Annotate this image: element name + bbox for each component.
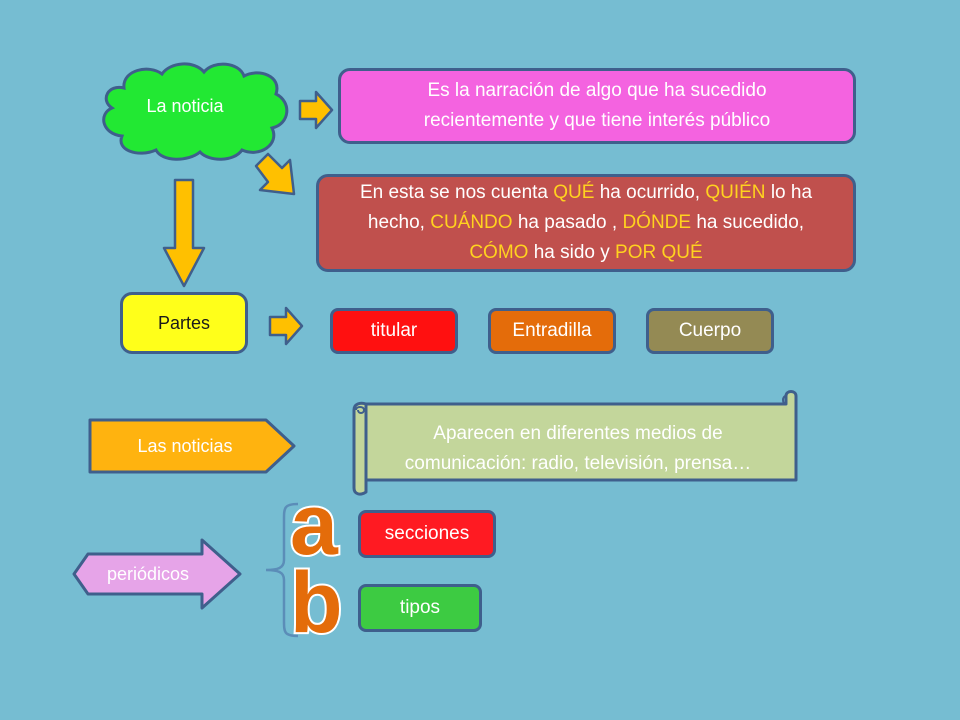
arrow-down-icon (162, 178, 206, 288)
questions-line-1: En esta se nos cuenta QUÉ ha ocurrido, Q… (360, 178, 812, 208)
tipos-label: tipos (399, 597, 441, 618)
letter-a: a (288, 477, 340, 573)
questions-text: En esta se nos cuenta (359, 182, 554, 203)
la-noticia-label: La noticia (146, 95, 224, 116)
scroll-line-1: Aparecen en diferentes medios de (433, 423, 723, 444)
partes-box: Partes (120, 292, 248, 354)
letter-b: b (288, 555, 345, 651)
entradilla-label: Entradilla (512, 320, 592, 341)
questions-text: ha ocurrido, (594, 182, 706, 203)
questions-box: En esta se nos cuenta QUÉ ha ocurrido, Q… (316, 174, 856, 272)
secciones-box: secciones (358, 510, 496, 558)
partes-label: Partes (157, 313, 211, 333)
questions-text: ha sido y (528, 242, 616, 263)
las-noticias-shape (88, 418, 296, 474)
arrow-right-icon (298, 90, 334, 130)
arrow-down-right-icon (254, 152, 296, 196)
questions-line-2: hecho, CUÁNDO ha pasado , DÓNDE ha suced… (368, 208, 804, 238)
questions-text: lo ha (765, 182, 813, 203)
keyword-que: QUÉ (553, 182, 595, 203)
scroll-shape (352, 390, 798, 496)
keyword-cuando: CUÁNDO (430, 212, 513, 233)
secciones-label: secciones (384, 523, 470, 544)
titular-label: titular (370, 320, 418, 341)
curly-brace-icon (265, 502, 299, 638)
definition-box: Es la narración de algo que ha sucedido … (338, 68, 856, 144)
keyword-quien: QUIÉN (705, 182, 766, 203)
scroll-text: Aparecen en diferentes medios de comunic… (368, 412, 788, 486)
titular-box: titular (330, 308, 458, 354)
periodicos-label: periódicos (106, 563, 190, 584)
questions-text: ha pasado , (512, 212, 623, 233)
las-noticias-label: Las noticias (137, 435, 233, 456)
tipos-box: tipos (358, 584, 482, 632)
scroll-line-2: comunicación: radio, televisión, prensa… (404, 453, 752, 474)
entradilla-box: Entradilla (488, 308, 616, 354)
keyword-donde: DÓNDE (622, 212, 692, 233)
keyword-por-que: POR QUÉ (615, 242, 703, 263)
questions-text: hecho, (367, 212, 431, 233)
questions-line-3: CÓMO ha sido y POR QUÉ (469, 238, 702, 268)
definition-line-1: Es la narración de algo que ha sucedido (427, 80, 767, 101)
periodicos-arrow-shape (72, 538, 242, 610)
definition-line-2: recientemente y que tiene interés públic… (423, 110, 771, 131)
arrow-right-icon (268, 306, 304, 346)
questions-text: ha sucedido, (691, 212, 805, 233)
la-noticia-cloud (102, 62, 289, 161)
cuerpo-label: Cuerpo (678, 320, 742, 341)
cuerpo-box: Cuerpo (646, 308, 774, 354)
keyword-como: CÓMO (469, 242, 529, 263)
